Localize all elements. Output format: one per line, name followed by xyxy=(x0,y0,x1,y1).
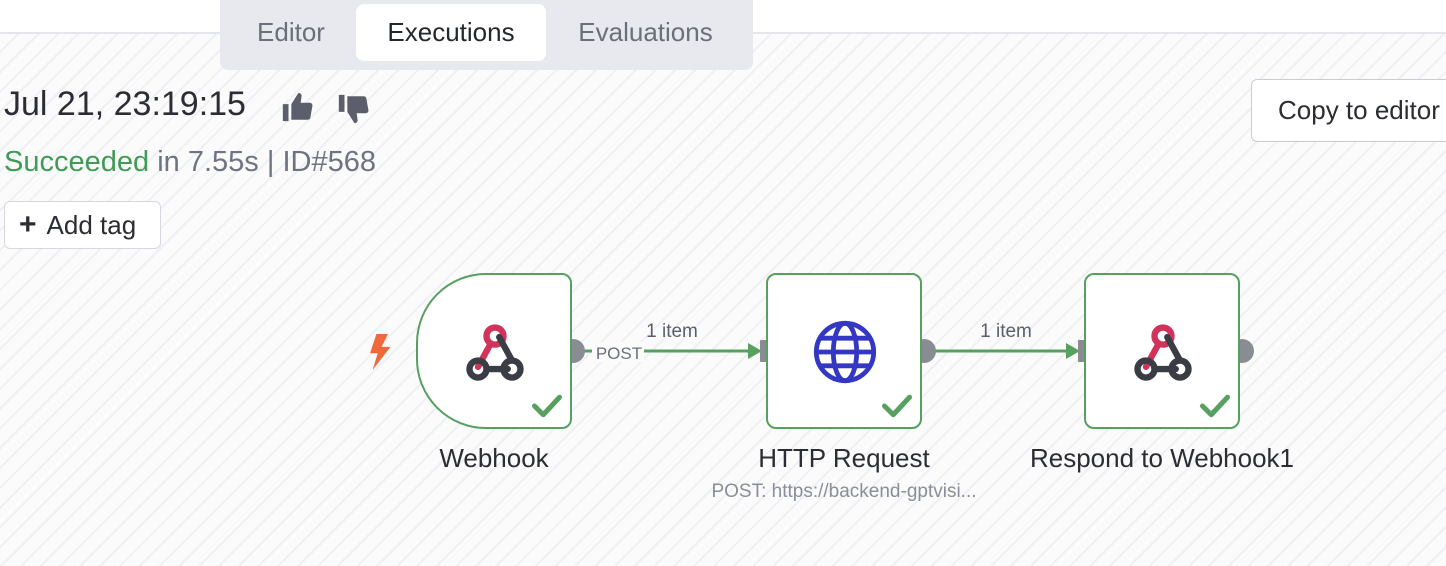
tab-executions[interactable]: Executions xyxy=(356,4,546,61)
items-count-label: 1 item xyxy=(646,321,698,342)
node-label: Respond to Webhook1 xyxy=(1029,443,1295,473)
tab-evaluations[interactable]: Evaluations xyxy=(578,17,713,47)
node-webhook[interactable] xyxy=(416,273,572,429)
thumbs-down-icon[interactable] xyxy=(336,92,370,126)
tab-editor[interactable]: Editor xyxy=(257,17,325,47)
node-label: Webhook xyxy=(439,443,549,473)
success-check-icon xyxy=(1200,394,1230,418)
execution-timestamp: Jul 21, 23:19:15 xyxy=(4,85,246,123)
thumbs-up-icon[interactable] xyxy=(280,90,314,124)
trigger-bolt-icon xyxy=(370,334,391,370)
status-text: Succeeded xyxy=(4,146,150,178)
globe-icon xyxy=(813,320,877,384)
copy-to-editor-button[interactable]: Copy to editor xyxy=(1251,79,1446,142)
add-tag-label: Add tag xyxy=(46,209,137,240)
execution-status-line: Succeeded in 7.55s | ID#568 xyxy=(4,146,376,179)
add-tag-button[interactable]: + Add tag xyxy=(4,201,161,249)
node-label: HTTP Request xyxy=(758,443,930,473)
duration-text: in 7.55s xyxy=(157,146,259,178)
webhook-icon xyxy=(466,324,524,381)
output-label-post: POST xyxy=(596,344,642,363)
success-check-icon xyxy=(532,394,562,418)
success-check-icon xyxy=(882,394,912,418)
arrow-head-icon xyxy=(748,343,762,359)
node-subtitle: POST: https://backend-gptvisi... xyxy=(711,481,977,502)
node-http-request[interactable] xyxy=(766,273,922,429)
execution-id: ID#568 xyxy=(282,146,376,178)
node-respond-to-webhook[interactable] xyxy=(1084,273,1240,429)
view-tabs: Editor Executions Evaluations xyxy=(220,0,753,70)
webhook-icon xyxy=(1134,324,1192,381)
plus-icon: + xyxy=(19,208,37,241)
items-count-label: 1 item xyxy=(980,321,1032,342)
arrow-head-icon xyxy=(1066,343,1080,359)
output-label-bg xyxy=(592,342,644,362)
separator: | xyxy=(266,146,275,178)
